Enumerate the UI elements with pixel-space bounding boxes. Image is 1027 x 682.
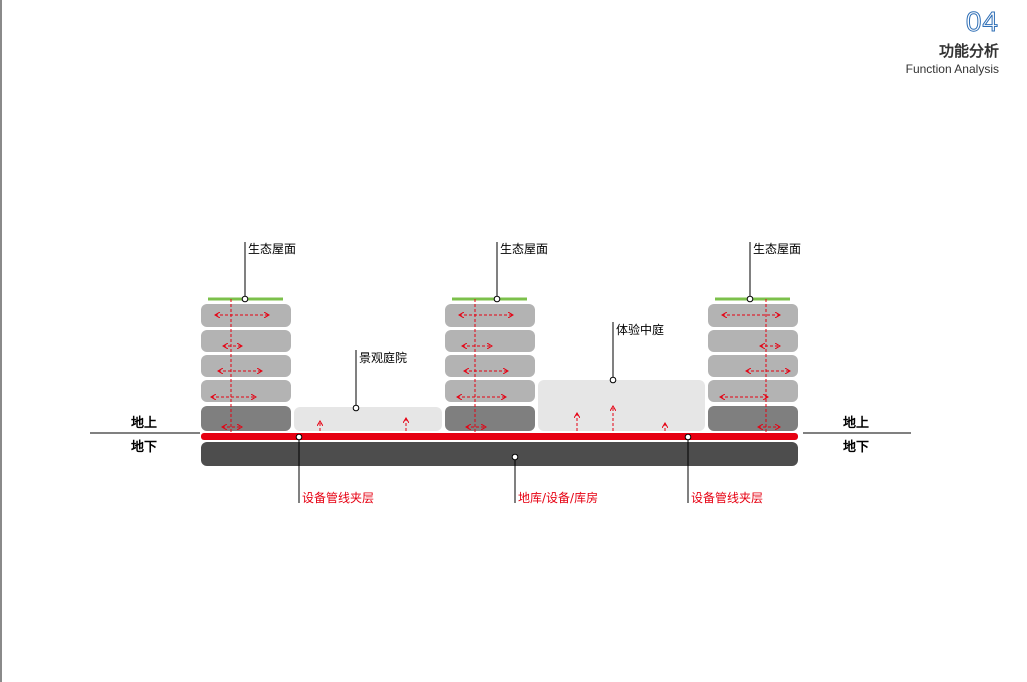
floor-block bbox=[708, 380, 798, 402]
floor-block bbox=[708, 330, 798, 352]
atrium-label: 体验中庭 bbox=[616, 322, 664, 337]
callouts: 生态屋面 生态屋面 生态屋面 景观庭院 体验中庭 设备管线夹层 地库/设备/库房… bbox=[241, 242, 801, 505]
page-header: 04 功能分析 Function Analysis bbox=[905, 6, 999, 77]
vertical-flow-arrows bbox=[320, 406, 665, 431]
below-ground-label-left: 地下 bbox=[131, 439, 157, 455]
building-tower-middle bbox=[445, 297, 535, 432]
callout-anchor bbox=[746, 295, 754, 303]
courtyard-label: 景观庭院 bbox=[359, 350, 407, 365]
ground-floor-block bbox=[445, 406, 535, 431]
pipe-layer-label-left: 设备管线夹层 bbox=[302, 490, 374, 505]
callout-anchor bbox=[684, 433, 692, 441]
above-ground-label-right: 地上 bbox=[843, 415, 869, 431]
basement-block bbox=[201, 442, 798, 466]
roof-label-left: 生态屋面 bbox=[248, 242, 296, 256]
floor-block bbox=[445, 355, 535, 377]
page-number: 04 bbox=[965, 6, 999, 38]
ground-floor-block bbox=[708, 406, 798, 431]
atrium-block bbox=[538, 380, 705, 431]
above-ground-label-left: 地上 bbox=[131, 415, 157, 431]
callout-anchor bbox=[609, 376, 617, 384]
floor-block bbox=[445, 380, 535, 402]
ground-floor-block bbox=[201, 406, 291, 431]
left-edge-rule bbox=[0, 0, 2, 682]
floor-block bbox=[201, 380, 291, 402]
page-title: 功能分析 bbox=[938, 42, 999, 60]
callout-anchor bbox=[241, 295, 249, 303]
callout-anchor bbox=[493, 295, 501, 303]
courtyard-block bbox=[294, 407, 442, 431]
basement-label: 地库/设备/库房 bbox=[518, 490, 598, 505]
pipe-layer-bar bbox=[201, 433, 798, 440]
below-ground-label-right: 地下 bbox=[843, 439, 869, 455]
callout-anchor bbox=[352, 404, 360, 412]
floor-block bbox=[708, 355, 798, 377]
building-tower-left bbox=[201, 297, 291, 432]
pipe-layer-label-right: 设备管线夹层 bbox=[691, 490, 763, 505]
floor-block bbox=[445, 330, 535, 352]
callout-anchor bbox=[511, 453, 519, 461]
roof-label-right: 生态屋面 bbox=[753, 242, 801, 256]
floor-block bbox=[201, 330, 291, 352]
callout-anchor bbox=[295, 433, 303, 441]
roof-label-middle: 生态屋面 bbox=[500, 242, 548, 256]
building-tower-right bbox=[708, 297, 798, 432]
horizontal-flow-arrows bbox=[211, 315, 790, 427]
floor-block bbox=[201, 355, 291, 377]
page-subtitle: Function Analysis bbox=[905, 62, 999, 76]
